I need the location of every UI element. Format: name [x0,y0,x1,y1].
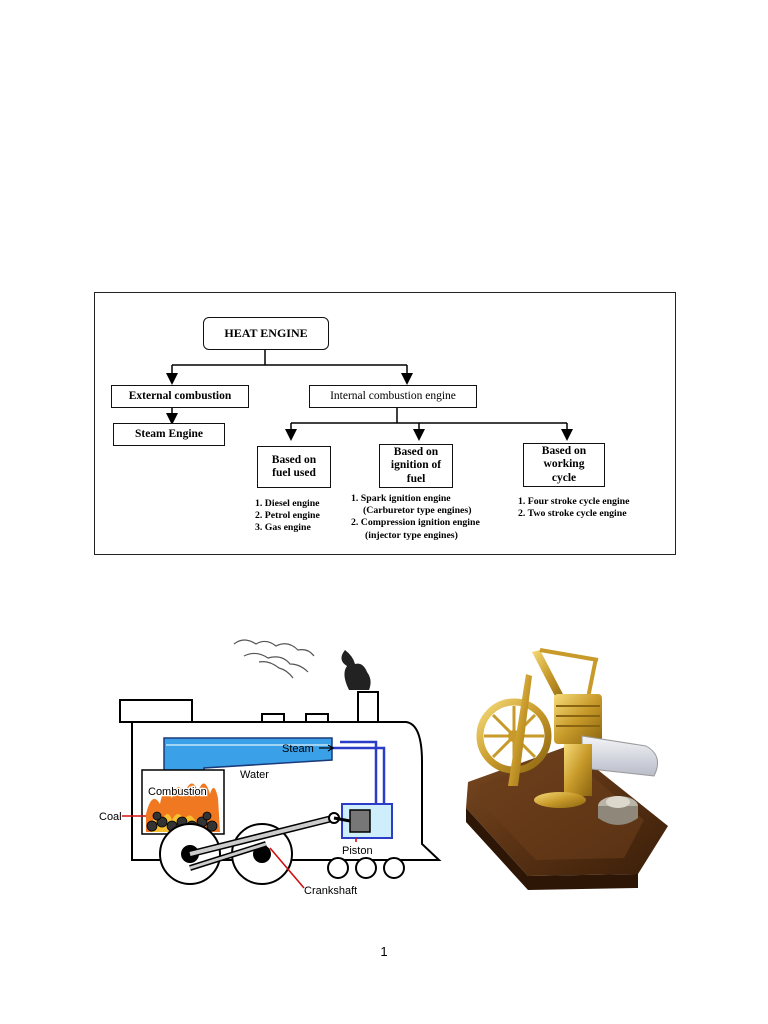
working-cycle-box: Based on working cycle [523,443,605,487]
fuel-used-list: 1. Diesel engine 2. Petrol engine 3. Gas… [255,498,320,535]
fuel-used-box: Based on fuel used [257,446,331,488]
list-item: 1. Diesel engine [255,498,320,509]
heat-engine-flowchart: HEAT ENGINE External combustion Internal… [94,292,676,555]
smoke-icon [233,639,315,679]
crankshaft-label: Crankshaft [304,885,357,897]
list-item: 2. Petrol engine [255,510,320,522]
list-item: 1. Spark ignition engine [351,493,451,504]
list-item: (injector type engines) [365,529,458,541]
smoke-plume-icon [341,650,371,690]
external-combustion-box: External combustion [111,385,249,408]
heat-engine-box: HEAT ENGINE [203,317,329,350]
piston-block [349,809,371,833]
internal-combustion-box: Internal combustion engine [309,385,477,408]
list-item: 2. Two stroke cycle engine [518,508,627,520]
cab-roof [119,699,193,723]
steam-engine-box: Steam Engine [113,423,225,446]
combustion-label: Combustion [148,786,207,798]
flowchart-connectors [166,348,573,441]
steam-label: Steam [282,743,314,755]
cylinder-block [554,694,602,744]
water-label: Water [240,769,269,781]
list-item: 3. Gas engine [255,522,311,534]
list-item: 1. Four stroke cycle engine [518,496,630,507]
glass-tube [581,735,659,777]
piston-label: Piston [342,845,373,857]
coal-label: Coal [99,811,122,823]
ignition-list: 1. Spark ignition engine (Carburetor typ… [351,493,480,542]
list-item: (Carburetor type engines) [363,505,472,517]
ignition-of-fuel-box: Based on ignition of fuel [379,444,453,488]
list-item: 2. Compression ignition engine [351,517,480,529]
stirling-engine-photo [466,648,668,890]
steam-locomotive-diagram: Steam Water Combustion Coal Piston Crank… [99,639,442,897]
chimney [357,691,379,723]
page-number: 1 [380,944,388,959]
working-cycle-list: 1. Four stroke cycle engine 2. Two strok… [518,496,629,520]
